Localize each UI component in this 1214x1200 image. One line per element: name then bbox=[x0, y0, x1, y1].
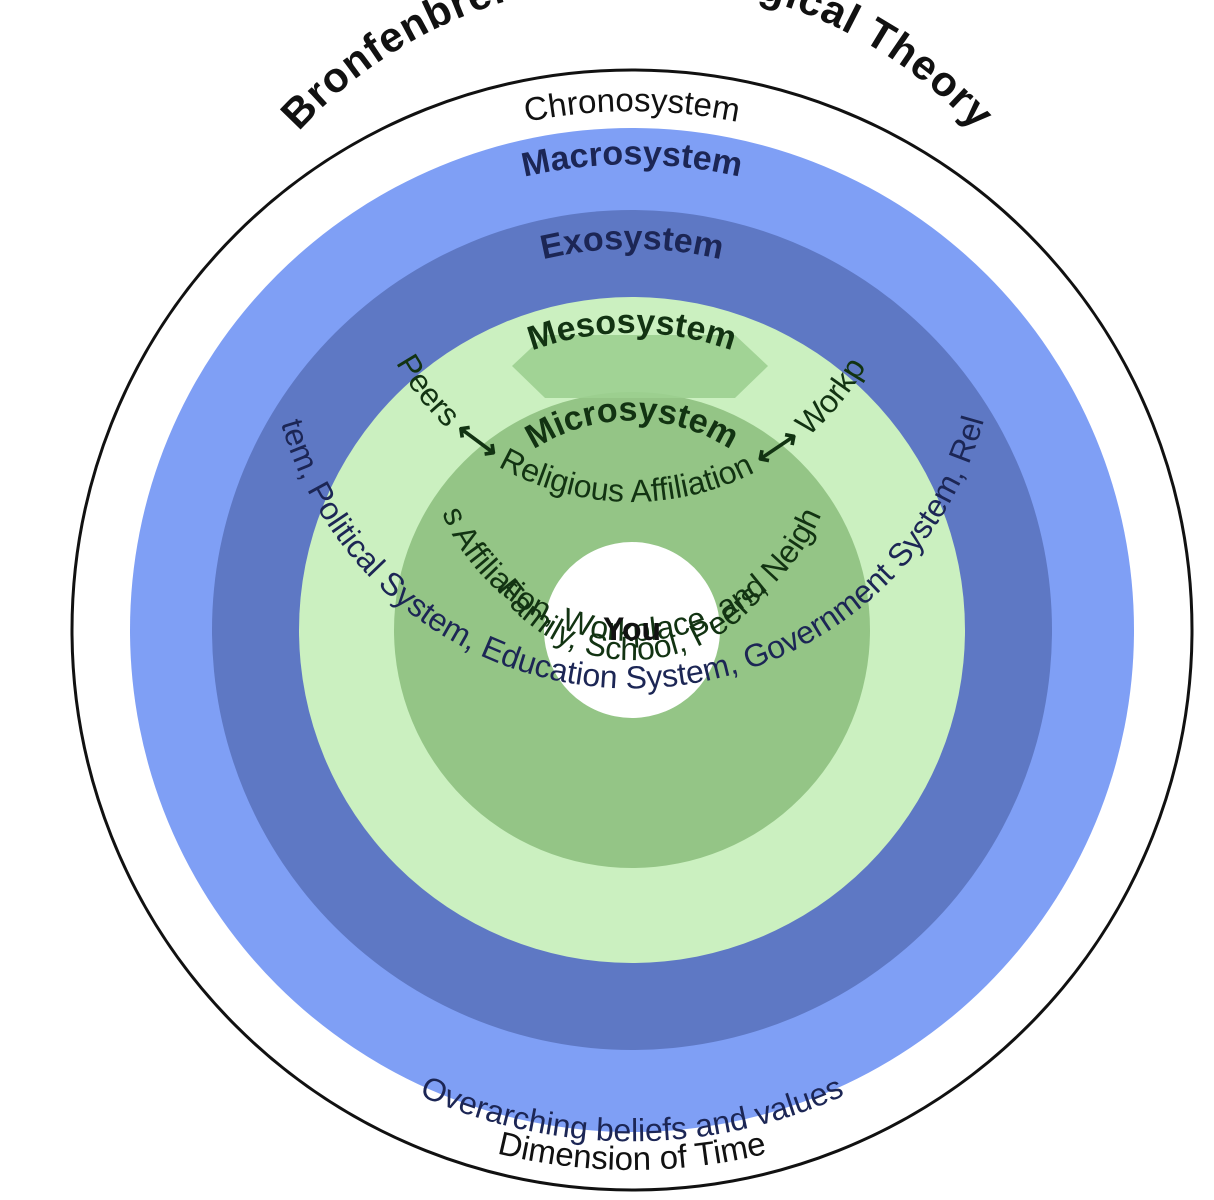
mesosystem-connector-arrow: ⟷ bbox=[0, 0, 23, 7]
mesosystem-connector-arrow: ⟷ bbox=[0, 0, 23, 7]
center-label: You bbox=[603, 611, 661, 647]
mesosystem-connector-arrow: ⟷ bbox=[0, 0, 23, 7]
mesosystem-item: Neighborhood bbox=[0, 0, 12, 7]
mesosystem-banner-arrow bbox=[512, 335, 768, 398]
mesosystem-item: Family bbox=[0, 0, 13, 7]
mesosystem-item: School bbox=[0, 0, 11, 7]
center-circle bbox=[544, 542, 720, 718]
